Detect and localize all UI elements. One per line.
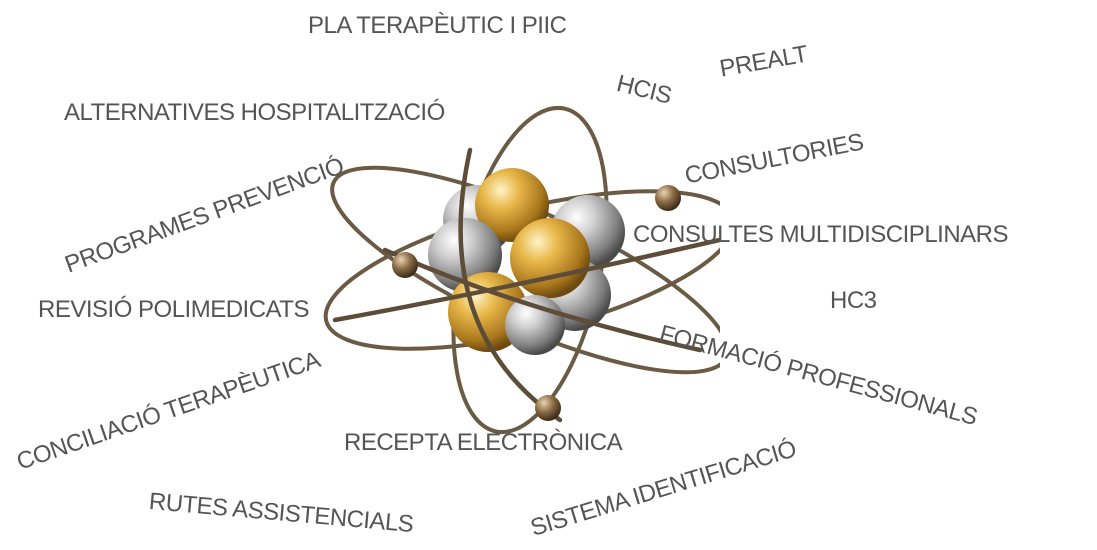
- atom-icon: [300, 90, 720, 450]
- electron: [535, 395, 561, 421]
- label-hc3: HC3: [830, 289, 877, 313]
- label-conciliacio: CONCILIACIÓ TERAPÈUTICA: [14, 348, 323, 474]
- label-alternatives: ALTERNATIVES HOSPITALITZACIÓ: [64, 101, 445, 125]
- electron: [655, 185, 681, 211]
- label-rutes: RUTES ASSISTENCIALS: [148, 490, 414, 537]
- label-prealt: PREALT: [718, 43, 809, 82]
- label-revisio: REVISIÓ POLIMEDICATS: [38, 298, 309, 322]
- label-pla-terapeutic: PLA TERAPÈUTIC I PIIC: [308, 14, 566, 38]
- label-recepta: RECEPTA ELECTRÒNICA: [344, 431, 622, 455]
- electron: [392, 252, 418, 278]
- label-consultes: CONSULTES MULTIDISCIPLINARS: [633, 223, 1008, 247]
- nucleus: [428, 168, 625, 355]
